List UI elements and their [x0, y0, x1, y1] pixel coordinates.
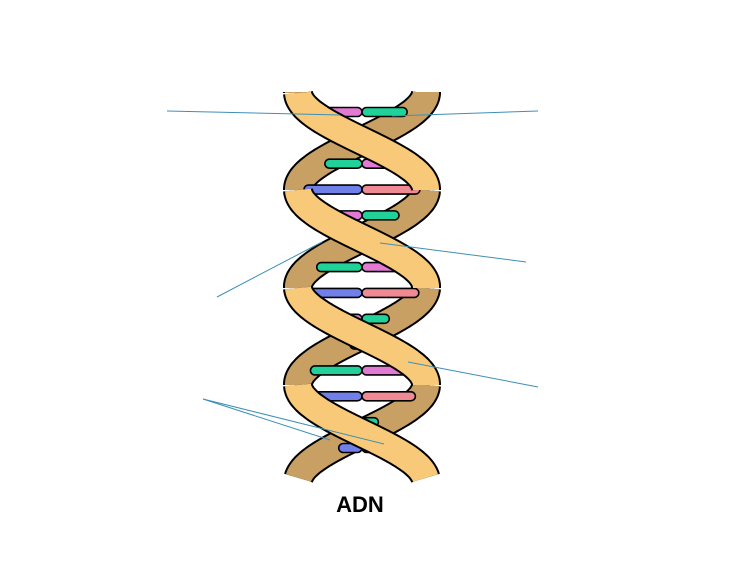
strand-b-segment-1	[285, 188, 439, 288]
base-green	[309, 365, 363, 376]
base-red	[361, 287, 420, 299]
leader-line-2	[379, 242, 527, 263]
leader-line-5	[202, 398, 331, 441]
leader-line-4	[407, 361, 539, 388]
base-green	[324, 158, 363, 169]
base-green	[361, 106, 408, 118]
base-red	[361, 391, 417, 402]
leader-lines-layer	[166, 110, 539, 445]
base-pair-3	[303, 184, 421, 195]
front-strand-layer	[283, 91, 441, 483]
leader-line-6	[202, 398, 385, 445]
leader-line-3	[216, 241, 323, 298]
base-green	[315, 261, 363, 273]
diagram-title: ADN	[336, 492, 384, 517]
leader-line-1	[391, 110, 539, 117]
leader-line-0	[166, 110, 341, 116]
base-green	[361, 313, 391, 325]
strand-b-segment-3	[285, 383, 438, 482]
strand-a-segment-3	[285, 286, 439, 386]
base-pair-7	[304, 287, 420, 299]
base-green	[361, 210, 400, 221]
strand-a-segment-1	[285, 91, 439, 191]
